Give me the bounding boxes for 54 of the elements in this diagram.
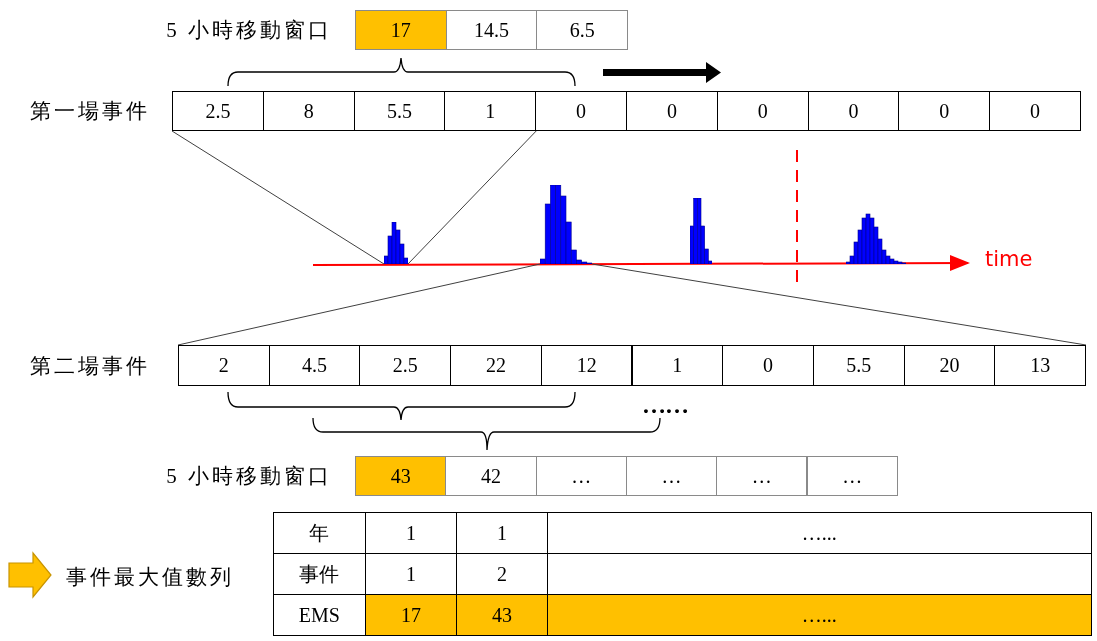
table-cell: EMS — [273, 594, 366, 636]
projection-line — [407, 130, 537, 265]
table-cell: 17 — [365, 594, 457, 636]
histogram-drawing — [540, 185, 592, 264]
table-cell: 43 — [456, 594, 548, 636]
value-cell: 0 — [626, 91, 718, 131]
table-cell: 年 — [273, 512, 366, 554]
table-cell: 1 — [456, 512, 548, 554]
value-cell: 20 — [903, 345, 996, 386]
table-cell: …... — [547, 512, 1092, 554]
table-cell: 2 — [456, 553, 548, 595]
value-cell: 2 — [178, 345, 270, 386]
value-cell: 12 — [540, 345, 633, 386]
projection-line — [177, 263, 541, 346]
projection-line — [171, 130, 385, 265]
axis-label: time — [985, 249, 1033, 270]
value-cell: 0 — [535, 91, 627, 131]
value-cell: 1 — [631, 345, 724, 386]
value-cell: 6.5 — [536, 10, 629, 50]
value-cell: 17 — [355, 10, 447, 50]
value-cell: 1 — [444, 91, 537, 131]
value-cell: 22 — [450, 345, 542, 386]
side-label: 事件最大值數列 — [66, 564, 234, 591]
table-cell: 1 — [365, 512, 457, 554]
value-cell: 5.5 — [812, 345, 905, 386]
value-cell: 0 — [989, 91, 1081, 131]
histogram-drawing — [690, 198, 712, 264]
value-cell: … — [535, 456, 627, 496]
row-label: 5 小時移動窗口 — [120, 457, 332, 495]
value-cell: … — [716, 456, 808, 496]
value-cell: 0 — [716, 91, 809, 131]
table-cell: 1 — [365, 553, 457, 595]
value-cell: 5.5 — [353, 91, 446, 131]
value-cell: 42 — [445, 456, 537, 496]
value-cell: 13 — [994, 345, 1086, 386]
value-cell: 2.5 — [172, 91, 264, 131]
value-cell: 0 — [722, 345, 814, 386]
histogram-drawing — [384, 222, 408, 264]
row-label: 第一場事件 — [0, 91, 150, 130]
value-cell: 8 — [262, 91, 355, 131]
histogram-drawing — [846, 213, 906, 264]
value-cell: 0 — [898, 91, 991, 131]
row-label: 5 小時移動窗口 — [120, 12, 332, 48]
value-cell: 0 — [807, 91, 900, 131]
value-cell: … — [625, 456, 718, 496]
table-cell: …... — [547, 594, 1092, 636]
value-cell: 43 — [355, 456, 447, 496]
value-cell: … — [806, 456, 898, 496]
value-cell: 14.5 — [445, 10, 538, 50]
continuation-dots: …… — [642, 393, 688, 417]
value-cell: 4.5 — [268, 345, 361, 386]
table-cell: 事件 — [273, 553, 366, 595]
row-label: 第二場事件 — [0, 346, 150, 386]
value-cell: 2.5 — [359, 345, 452, 386]
